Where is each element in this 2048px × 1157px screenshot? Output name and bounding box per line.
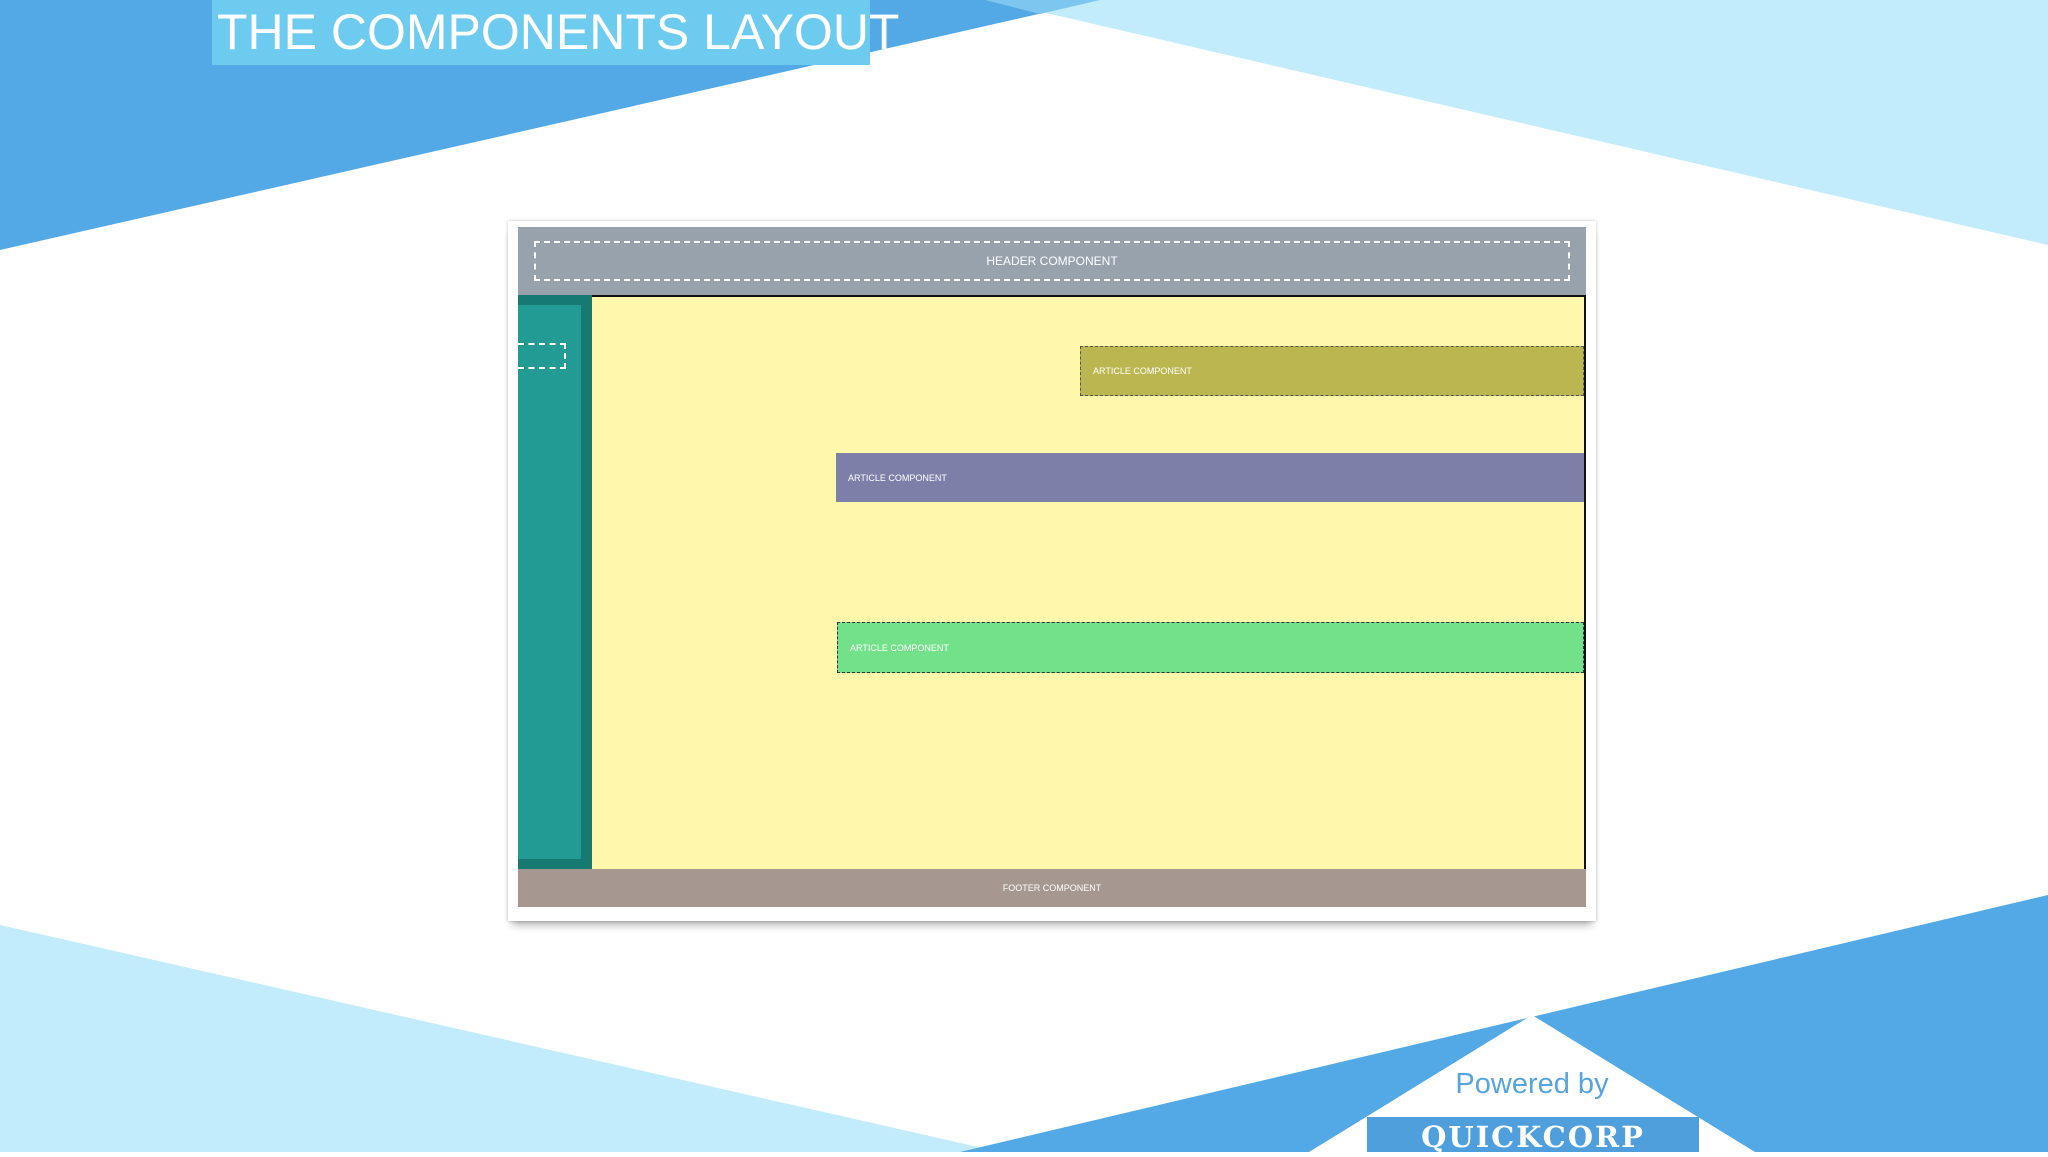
sidebar-placeholder (518, 343, 566, 369)
footer-component: FOOTER COMPONENT (518, 869, 1586, 907)
sidebar-component (518, 295, 592, 869)
layout-diagram-frame: HEADER COMPONENT ARTICLE COMPONENT ARTIC… (508, 221, 1596, 921)
article-component-3: ARTICLE COMPONENT (837, 622, 1584, 673)
bg-shape-bottom-left (0, 925, 1000, 1152)
bg-shape-top-right-accent (985, 0, 1100, 14)
article-component-1: ARTICLE COMPONENT (1080, 346, 1584, 396)
sidebar-inner (518, 305, 581, 859)
quickcorp-logo: QUICKCORP (1367, 1117, 1699, 1154)
header-component: HEADER COMPONENT (518, 227, 1586, 295)
bg-shape-bottom-right (960, 895, 2048, 1152)
powered-by-text: Powered by (1455, 1068, 1609, 1100)
slide-title: THE COMPONENTS LAYOUT (212, 0, 899, 65)
header-component-label: HEADER COMPONENT (534, 241, 1570, 281)
bg-shape-top-right (990, 0, 2048, 245)
article-component-2: ARTICLE COMPONENT (836, 453, 1584, 502)
content-area: ARTICLE COMPONENT ARTICLE COMPONENT ARTI… (592, 295, 1586, 871)
